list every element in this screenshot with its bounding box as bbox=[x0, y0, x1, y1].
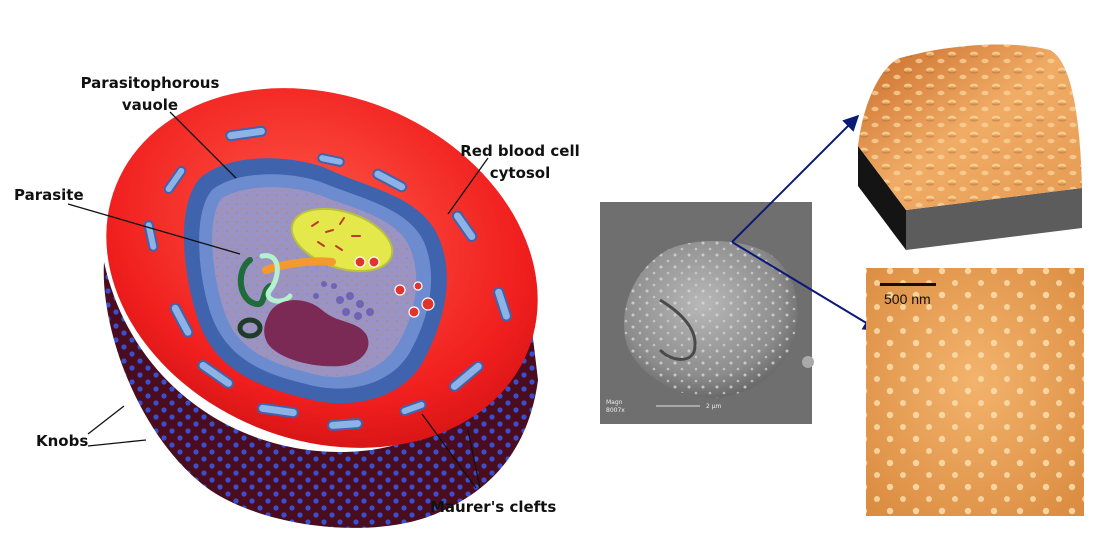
sem-magn-label: Magn bbox=[606, 399, 623, 406]
label-parasite: Parasite bbox=[14, 186, 84, 204]
label-cytosol: cytosol bbox=[490, 164, 551, 182]
label-vauole: vauole bbox=[122, 96, 178, 114]
leader-knobs-2 bbox=[88, 440, 146, 446]
label-maurers-clefts: Maurer's clefts bbox=[430, 498, 556, 516]
sem-magn-value: 8007x bbox=[606, 407, 625, 414]
afm-3d-image bbox=[858, 44, 1082, 250]
sem-scale-text: 2 µm bbox=[706, 403, 722, 410]
sem-micrograph: Magn 8007x 2 µm bbox=[600, 202, 814, 424]
afm-3d-surface-knobs bbox=[858, 44, 1082, 210]
sem-debris bbox=[802, 356, 814, 368]
afm-scale-bar bbox=[880, 283, 936, 286]
label-knobs: Knobs bbox=[36, 432, 88, 450]
label-parasitophorous: Parasitophorous bbox=[81, 74, 220, 92]
leader-knobs-1 bbox=[88, 406, 124, 434]
afm-2d-image: 500 nm bbox=[866, 268, 1084, 516]
afm-scale-label: 500 nm bbox=[884, 291, 931, 307]
label-red-blood-cell: Red blood cell bbox=[460, 142, 579, 160]
